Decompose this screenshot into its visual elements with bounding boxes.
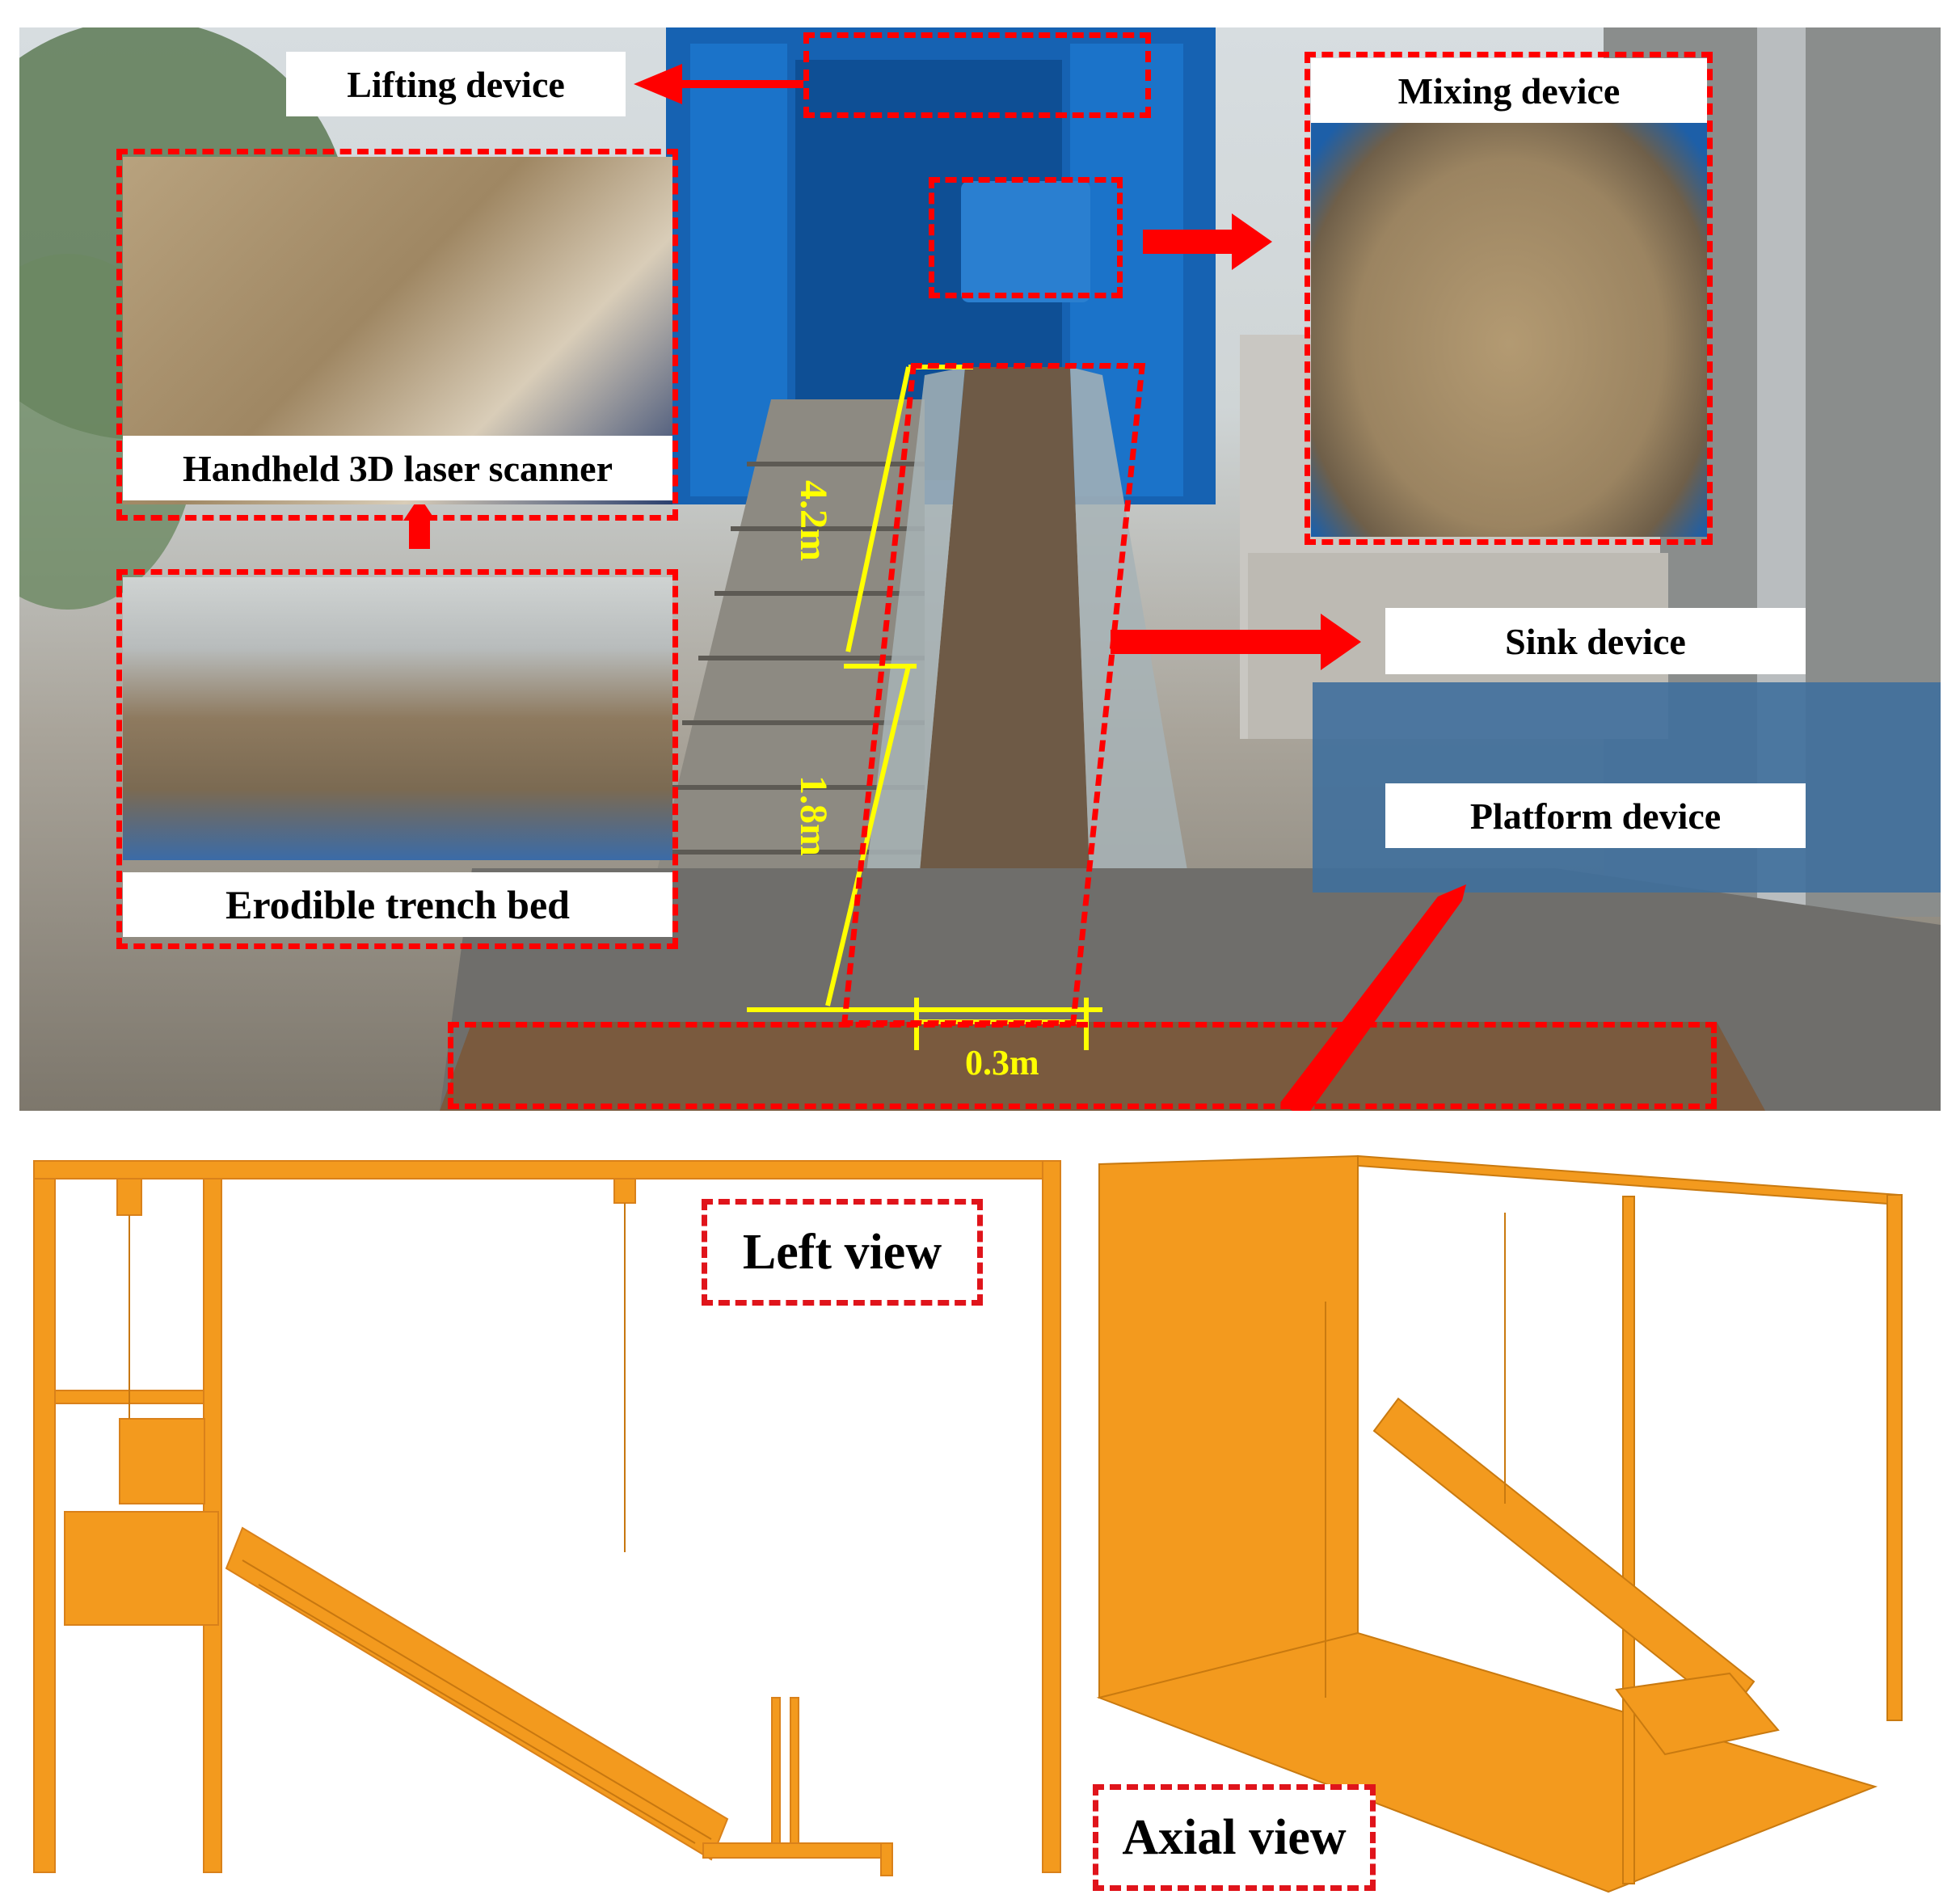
lifting-device-label: Lifting device [286,52,626,116]
experiment-photo: Lifting device Mixing device Handheld 3D… [19,27,1941,1111]
axial-view-label: Axial view [1093,1784,1376,1891]
left-view-drawing [33,1160,1061,1876]
sink-device-label: Sink device [1385,608,1806,674]
mixing-device-label: Mixing device [1311,58,1707,123]
lifting-callout-box [803,32,1151,118]
platform-callout-box [448,1022,1717,1109]
trench-inset-photo [123,577,672,860]
photo-scene [19,27,1941,1111]
scanner-callout-box [116,149,678,521]
axial-view-drawing [1096,1154,1903,1893]
mixing-callout-box [1305,52,1713,545]
trench-bed-label: Erodible trench bed [123,872,672,937]
dimension-1-8m: 1.8m [792,775,835,856]
mixer-callout-box [929,177,1123,298]
scanner-label: Handheld 3D laser scanner [123,436,672,500]
mixing-inset-photo [1311,108,1707,537]
left-view-label: Left view [702,1199,983,1306]
platform-device-label: Platform device [1385,783,1806,848]
trench-callout-box [116,569,678,949]
dimension-0-3m: 0.3m [965,1043,1039,1082]
dimension-4-2m: 4.2m [792,480,835,561]
callout-arrows [403,64,1466,1111]
